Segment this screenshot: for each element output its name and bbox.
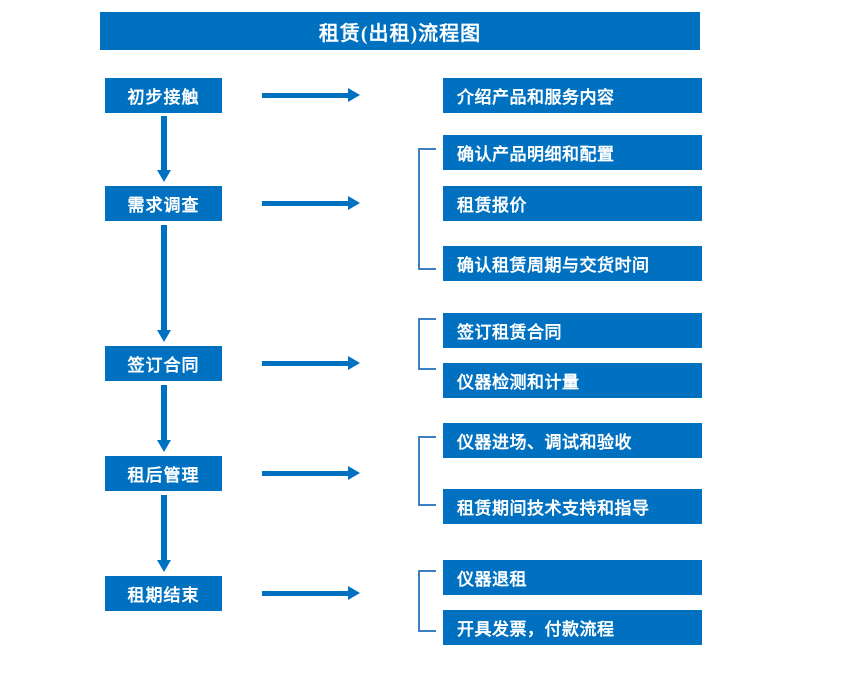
vertical-arrow-1 bbox=[155, 116, 173, 182]
stage-box-preliminary-contact[interactable]: 初步接触 bbox=[105, 78, 222, 113]
detail-box-rental-quotation[interactable]: 租赁报价 bbox=[443, 186, 702, 221]
page-title: 租赁(出租)流程图 bbox=[100, 12, 700, 50]
horizontal-arrow-3 bbox=[262, 354, 360, 372]
vertical-arrow-3 bbox=[155, 385, 173, 452]
detail-box-instrument-return[interactable]: 仪器退租 bbox=[443, 560, 702, 595]
detail-box-instrument-delivery[interactable]: 仪器进场、调试和验收 bbox=[443, 423, 702, 458]
detail-box-introduce-products[interactable]: 介绍产品和服务内容 bbox=[443, 78, 702, 113]
stage-box-lease-end[interactable]: 租期结束 bbox=[105, 576, 222, 611]
stage-box-sign-contract[interactable]: 签订合同 bbox=[105, 346, 222, 381]
detail-box-invoice-payment[interactable]: 开具发票，付款流程 bbox=[443, 610, 702, 645]
horizontal-arrow-2 bbox=[262, 194, 360, 212]
detail-box-instrument-inspection[interactable]: 仪器检测和计量 bbox=[443, 363, 702, 398]
vertical-arrow-2 bbox=[155, 225, 173, 342]
group-bracket-lease-end bbox=[418, 570, 436, 632]
horizontal-arrow-1 bbox=[262, 86, 360, 104]
vertical-arrow-4 bbox=[155, 495, 173, 572]
horizontal-arrow-4 bbox=[262, 464, 360, 482]
group-bracket-post-rental-mgmt bbox=[418, 436, 436, 506]
stage-box-post-rental-mgmt[interactable]: 租后管理 bbox=[105, 456, 222, 491]
detail-box-confirm-product-spec[interactable]: 确认产品明细和配置 bbox=[443, 135, 702, 170]
stage-box-demand-survey[interactable]: 需求调查 bbox=[105, 186, 222, 221]
group-bracket-demand-survey bbox=[418, 148, 436, 270]
group-bracket-sign-contract bbox=[418, 318, 436, 370]
detail-box-sign-lease-contract[interactable]: 签订租赁合同 bbox=[443, 313, 702, 348]
horizontal-arrow-5 bbox=[262, 584, 360, 602]
detail-box-technical-support[interactable]: 租赁期间技术支持和指导 bbox=[443, 489, 702, 524]
detail-box-confirm-lease-period[interactable]: 确认租赁周期与交货时间 bbox=[443, 246, 702, 281]
